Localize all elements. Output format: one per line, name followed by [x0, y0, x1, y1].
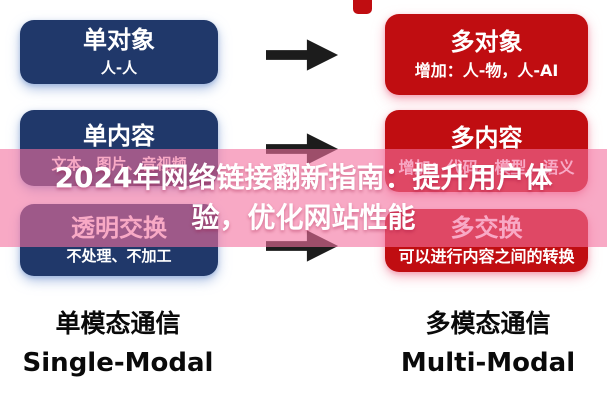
single-modal-label-zh: 单模态通信: [55, 309, 181, 338]
single-modal-label: 单模态通信 Single-Modal: [7, 308, 229, 380]
banner-title-line1: 2024年网络链接翻新指南：提升用户体: [54, 161, 553, 195]
box-title: 单对象: [83, 25, 155, 54]
box-title: 多对象: [450, 27, 523, 56]
multi-modal-label: 多模态通信 Multi-Modal: [377, 308, 599, 380]
right-arrow-icon: [266, 39, 339, 71]
box-title: 多内容: [450, 124, 523, 153]
box-subtitle: 增加：人-物，人-AI: [414, 61, 559, 81]
box-title: 单内容: [83, 121, 155, 150]
single-object-box: 单对象 人-人: [20, 20, 218, 84]
banner-title-line2: 验，优化网站性能: [191, 201, 416, 234]
box-subtitle: 人-人: [100, 59, 138, 78]
multi-modal-label-zh: 多模态通信: [425, 309, 551, 338]
box-subtitle: 可以进行内容之间的转换: [398, 247, 575, 267]
multi-object-box: 多对象 增加：人-物，人-AI: [385, 14, 588, 95]
single-modal-label-en: Single-Modal: [22, 347, 214, 378]
multi-modal-label-en: Multi-Modal: [400, 347, 576, 378]
banner-overlay: 2024年网络链接翻新指南：提升用户体 验，优化网站性能: [0, 149, 607, 247]
corner-accent-square: [353, 0, 372, 14]
box-subtitle: 不处理、不加工: [66, 247, 172, 266]
